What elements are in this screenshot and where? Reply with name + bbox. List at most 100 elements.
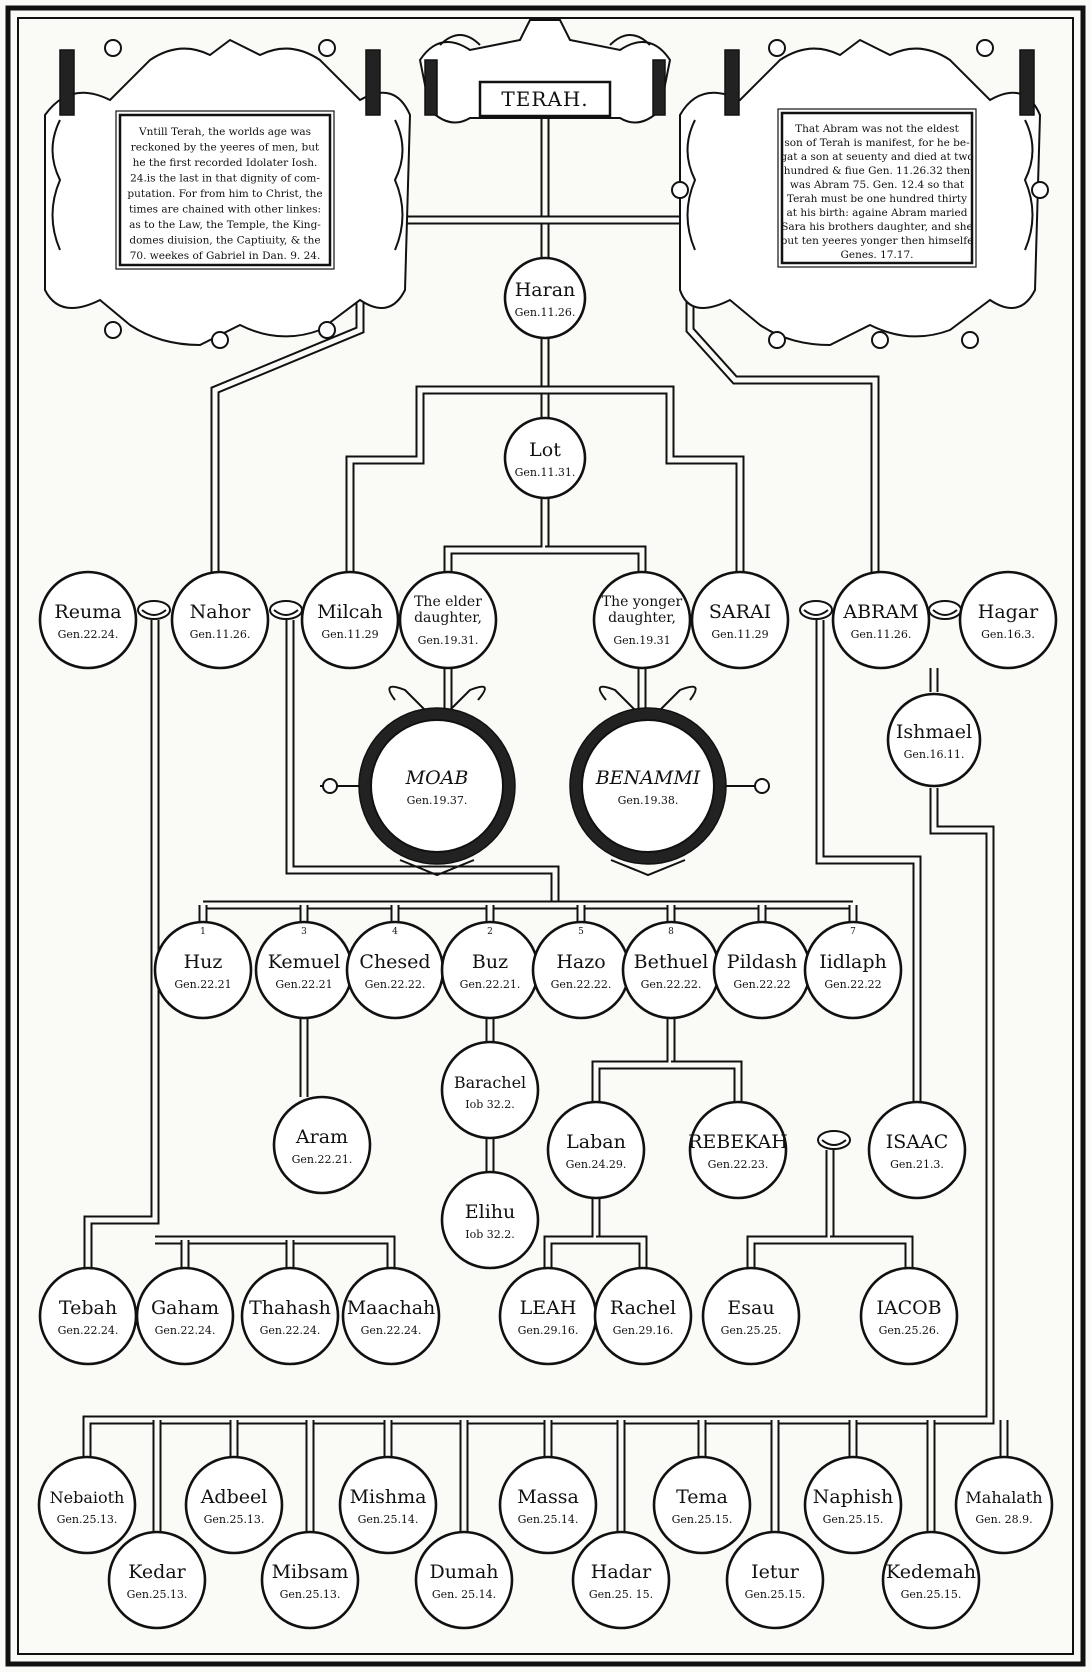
- moab-ornament: [320, 685, 516, 877]
- person-circle: [170, 570, 270, 670]
- person-name: REBEKAH: [688, 1131, 788, 1153]
- note-line: domes diuision, the Captiuity, & the: [129, 235, 320, 247]
- person-circle: [571, 1530, 671, 1630]
- lineage-line-inner: [545, 217, 878, 572]
- person-reference: Gen.16.3.: [981, 628, 1035, 641]
- person-circle: [38, 570, 138, 670]
- person-circle: [398, 570, 498, 670]
- person-reference: Gen.22.22.: [551, 978, 612, 991]
- note-line: Sara his brothers daughter, and she: [781, 221, 973, 233]
- benammi-ornament: [569, 685, 770, 877]
- person-name: Huz: [184, 951, 223, 973]
- person-reference: Gen.24.29.: [566, 1158, 627, 1171]
- person-circle: [338, 1455, 438, 1555]
- person-name: Iidlaph: [819, 951, 887, 973]
- lineage-lines: [82, 118, 1009, 1532]
- person-reference: Gen.22.21.: [292, 1153, 353, 1166]
- person-circle: [184, 1455, 284, 1555]
- lineage-line: [83, 620, 160, 1268]
- lineage-line-inner: [212, 217, 545, 572]
- note-line: at his birth: againe Abram maried: [787, 207, 968, 219]
- person-reference: Gen. 25.14.: [432, 1588, 496, 1601]
- lineage-line-inner: [545, 547, 645, 572]
- note-line: putation. For from him to Christ, the: [127, 188, 322, 200]
- person-circle: [954, 1455, 1054, 1555]
- person-reference: Gen.22.21.: [460, 978, 521, 991]
- person-reference: Gen.19.38.: [618, 794, 679, 807]
- note-line: Genes. 17.17.: [840, 249, 913, 261]
- person-name: Reuma: [54, 601, 121, 623]
- person-circle: [153, 920, 253, 1020]
- person-name: Massa: [517, 1486, 579, 1508]
- person-reference: Gen.22.22: [733, 978, 790, 991]
- lineage-line-inner: [545, 387, 743, 572]
- note-line: 70. weekes of Gabriel in Dan. 9. 24.: [130, 250, 321, 262]
- person-reference: Gen.19.37.: [407, 794, 468, 807]
- person-circle: [803, 920, 903, 1020]
- person-reference: Gen.22.22.: [365, 978, 426, 991]
- note-line: times are chained with other linkes:: [129, 204, 321, 216]
- note-line: Vntill Terah, the worlds age was: [138, 126, 311, 138]
- note-line: Terah must be one hundred thirty: [787, 193, 967, 205]
- person-name: ABRAM: [842, 601, 918, 623]
- person-circle: [300, 570, 400, 670]
- birth-order-number: 5: [578, 927, 584, 937]
- note-line: but ten yeeres yonger then himselfe: [781, 235, 974, 247]
- person-circle: [440, 1170, 540, 1270]
- person-reference: Gen.22.21: [174, 978, 231, 991]
- lineage-line: [671, 1060, 743, 1102]
- lineage-line-inner: [671, 1062, 741, 1102]
- person-circle: [803, 1455, 903, 1555]
- person-name: Milcah: [317, 601, 383, 623]
- person-circle: [341, 1266, 441, 1366]
- person-name: BENAMMI: [595, 767, 701, 789]
- person-reference: Gen.25.14.: [518, 1513, 579, 1526]
- person-reference: Gen.25.13.: [280, 1588, 341, 1601]
- person-reference: Gen.22.24.: [260, 1324, 321, 1337]
- person-circle: [881, 1530, 981, 1630]
- person-reference: Gen.29.16.: [518, 1324, 579, 1337]
- person-name: Nebaioth: [50, 1488, 125, 1507]
- person-name: IACOB: [876, 1297, 941, 1319]
- person-circle: [135, 1266, 235, 1366]
- lineage-line: [596, 1235, 648, 1268]
- note-line: he the first recorded Idolater Iosh.: [133, 157, 318, 169]
- handclasp-detail: [141, 609, 167, 616]
- person-name: Aram: [295, 1126, 348, 1148]
- person-reference: Gen.29.16.: [613, 1324, 674, 1337]
- birth-order-number: 4: [392, 927, 398, 937]
- person-reference: Gen.16.11.: [904, 748, 965, 761]
- note-line: 24.is the last in that dignity of com-: [130, 173, 320, 185]
- person-circle: [688, 1100, 788, 1200]
- birth-order-number: 7: [850, 927, 856, 937]
- person-name: Mishma: [350, 1486, 427, 1508]
- person-name: Adbeel: [200, 1486, 268, 1508]
- person-name: Laban: [566, 1131, 626, 1153]
- person-name: Bethuel: [634, 951, 709, 973]
- person-name: Hazo: [556, 951, 605, 973]
- note-line: reckoned by the yeeres of men, but: [131, 142, 320, 154]
- person-name: Gaham: [151, 1297, 219, 1319]
- person-reference: Gen.11.26.: [515, 306, 576, 319]
